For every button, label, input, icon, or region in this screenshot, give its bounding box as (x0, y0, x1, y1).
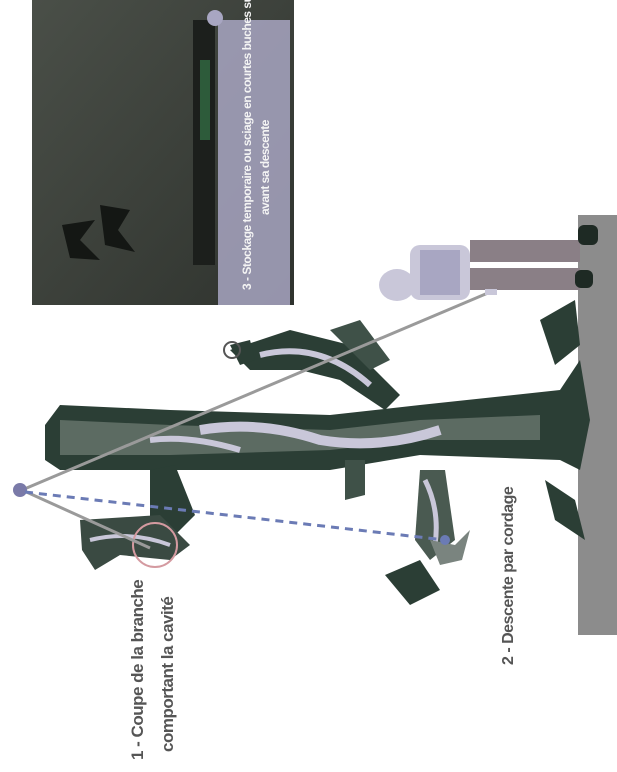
step1-label-line1: 1 - Coupe de la branche (128, 580, 148, 760)
inset-caption-line2: avant sa descente (258, 120, 272, 215)
step2-label: 2 - Descente par cordage (500, 487, 518, 665)
step1-label-line2: comportant la cavité (158, 597, 178, 752)
pulley-icon (13, 483, 27, 497)
inset-caption-line1: 3 - Stockage temporaire ou sciage en cou… (240, 0, 254, 290)
